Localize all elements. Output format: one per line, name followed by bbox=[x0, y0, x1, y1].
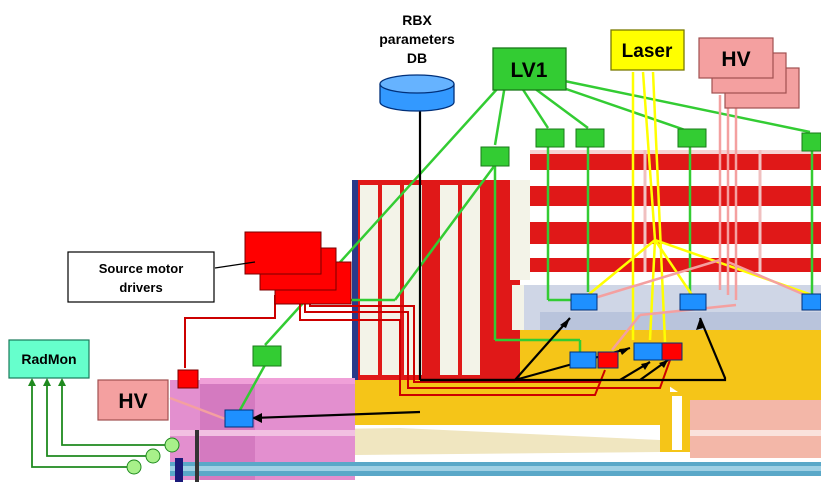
laser-label: Laser bbox=[622, 41, 673, 62]
source-driver-small bbox=[177, 369, 199, 389]
hv-left-label: HV bbox=[118, 390, 147, 413]
source-pointer-line bbox=[214, 261, 256, 269]
rbx-label-line3: DB bbox=[407, 50, 427, 66]
rbx-module-5 bbox=[633, 342, 663, 361]
radmon-sensors bbox=[126, 437, 180, 475]
source-label-line1: Source motor bbox=[99, 261, 184, 276]
rbx-modules bbox=[224, 293, 821, 428]
lv1-module-5 bbox=[801, 132, 821, 152]
rbx-database: RBX parameters DB bbox=[379, 12, 455, 112]
rbx-db-lines bbox=[251, 110, 727, 420]
rbx-module-4 bbox=[569, 351, 597, 369]
source-connector-1 bbox=[597, 351, 619, 369]
radmon-sensor-2 bbox=[145, 448, 161, 464]
lv1-module-3 bbox=[575, 128, 605, 148]
rbx-module-forward bbox=[224, 409, 254, 428]
hv-top-label: HV bbox=[721, 48, 750, 71]
lv1-module-forward bbox=[252, 345, 282, 367]
radmon-label: RadMon bbox=[21, 351, 76, 367]
rbx-label-line1: RBX bbox=[402, 12, 432, 28]
radmon-arrowheads bbox=[28, 378, 66, 386]
hv-left-box: HV bbox=[97, 379, 169, 421]
lv1-module-4 bbox=[677, 128, 707, 148]
rbx-module-1 bbox=[570, 293, 598, 311]
rbx-module-2 bbox=[679, 293, 707, 311]
radmon-lines bbox=[31, 382, 170, 468]
laser-box: Laser bbox=[610, 29, 685, 71]
lv1-distribution-modules bbox=[252, 128, 821, 367]
radmon-sensor-3 bbox=[164, 437, 180, 453]
source-label-line2: drivers bbox=[119, 280, 162, 295]
lv1-box: LV1 bbox=[492, 47, 567, 91]
lv1-module-1 bbox=[480, 146, 510, 167]
source-connector-2 bbox=[661, 342, 683, 361]
radmon-sensor-1 bbox=[126, 459, 142, 475]
source-motor-drivers-label-box: Source motor drivers bbox=[67, 251, 215, 303]
hv-top-stack: HV bbox=[698, 37, 800, 109]
lv1-module-2 bbox=[535, 128, 565, 148]
arrowheads bbox=[252, 318, 703, 423]
radmon-box: RadMon bbox=[8, 339, 90, 379]
rbx-label-line2: parameters bbox=[379, 31, 455, 47]
source-motor-driver-stack bbox=[244, 231, 352, 305]
detector-background bbox=[170, 150, 821, 482]
rbx-module-3 bbox=[801, 293, 821, 311]
lv1-label: LV1 bbox=[511, 59, 548, 82]
